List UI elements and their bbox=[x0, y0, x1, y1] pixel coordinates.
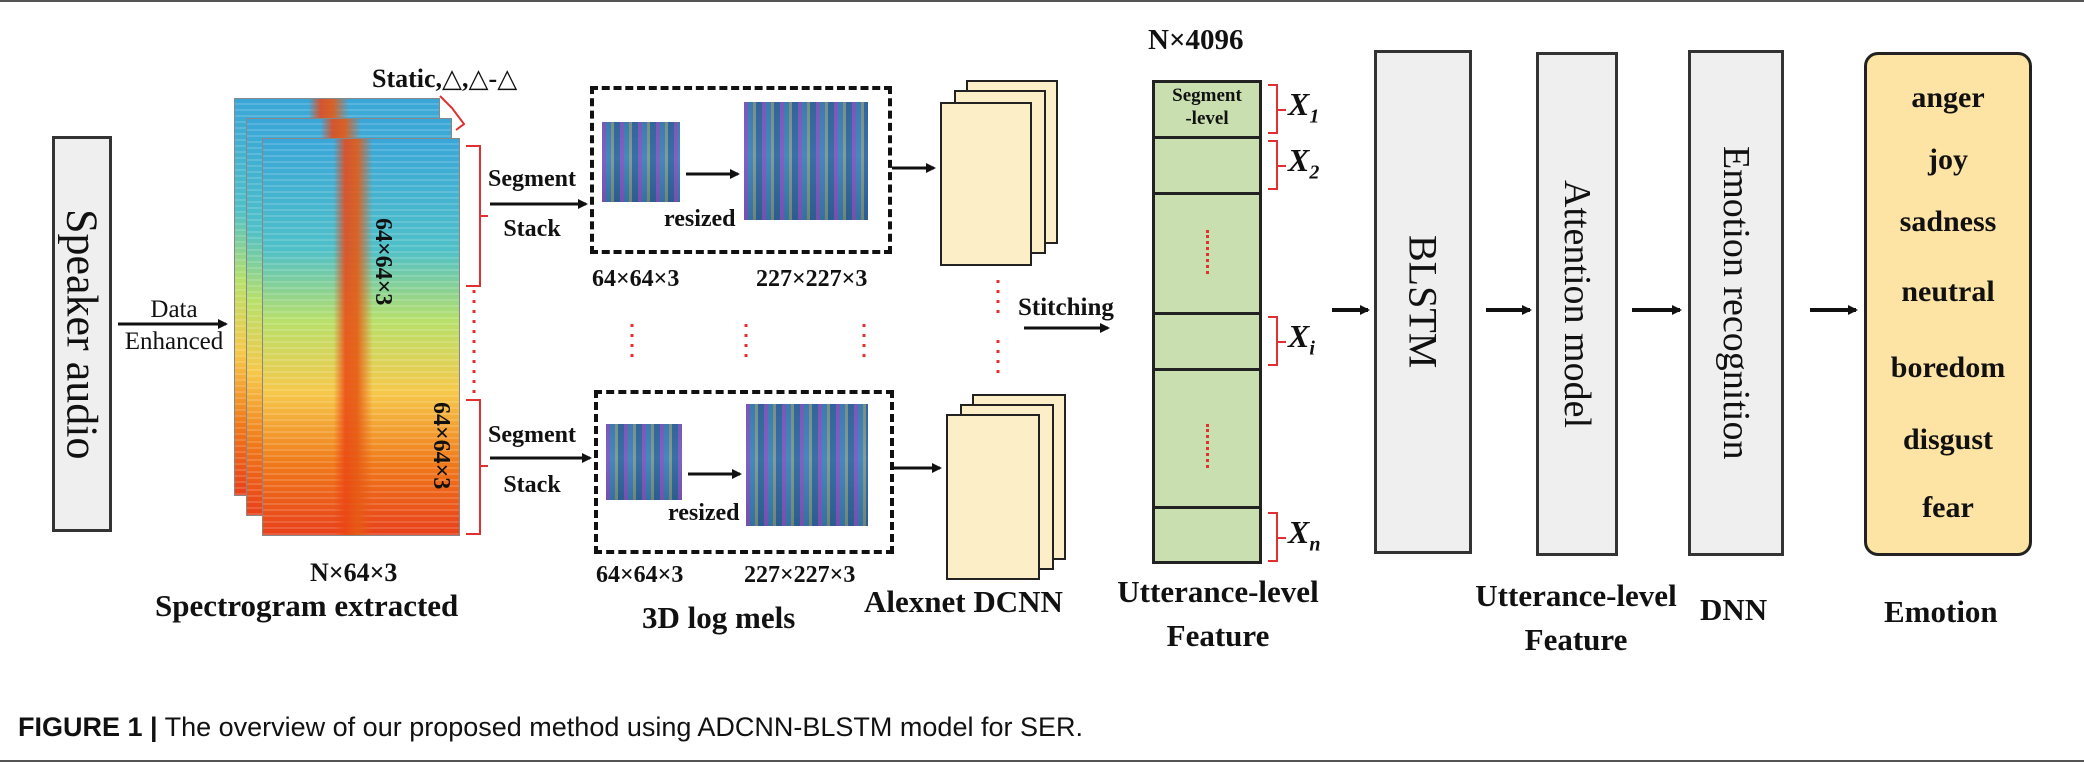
attention-title-line1: Utterance-level bbox=[1475, 578, 1677, 613]
utterance-title-line1: Utterance-level bbox=[1117, 574, 1319, 609]
static-delta-label: Static,△,△-△ bbox=[372, 64, 518, 93]
logmel-small-top bbox=[602, 122, 680, 202]
speaker-audio-label: Speaker audio bbox=[57, 208, 107, 460]
utterance-feature-title: Utterance-level Feature bbox=[1100, 570, 1336, 658]
label-xn-sub: n bbox=[1309, 533, 1321, 556]
emotion-anger: anger bbox=[1911, 81, 1985, 114]
utterance-feature-column bbox=[1152, 80, 1262, 564]
segment-level-line1: Segment bbox=[1172, 85, 1242, 106]
emotion-neutral: neutral bbox=[1901, 275, 1995, 308]
logmel-small-size-top: 64×64×3 bbox=[592, 266, 680, 292]
feature-separator-5 bbox=[1152, 506, 1262, 509]
feature-size-label: N×4096 bbox=[1148, 24, 1244, 56]
recognition-label: Emotion recognition bbox=[1715, 146, 1757, 460]
label-xn: Xn bbox=[1288, 514, 1320, 556]
label-x1: X1 bbox=[1288, 86, 1319, 128]
data-enhanced-label: Data Enhanced bbox=[116, 294, 232, 358]
attention-box: Attention model bbox=[1536, 52, 1618, 556]
label-x1-sub: 1 bbox=[1309, 105, 1320, 128]
segment-top-line1: Segment bbox=[488, 166, 576, 192]
segment-level-cell-label: Segment -level bbox=[1152, 84, 1262, 130]
logmels-box-top bbox=[590, 86, 892, 254]
alexnet-card-top-1 bbox=[940, 102, 1032, 266]
spectrogram-title: Spectrogram extracted bbox=[155, 588, 459, 623]
static-bracket bbox=[439, 95, 466, 131]
label-x2: X2 bbox=[1288, 142, 1319, 184]
emotion-sadness: sadness bbox=[1899, 205, 1997, 238]
alexnet-title: Alexnet DCNN bbox=[864, 584, 1063, 619]
label-x2-base: X bbox=[1288, 142, 1310, 178]
dnn-title: DNN bbox=[1700, 592, 1768, 627]
spectrogram-size-label: N×64×3 bbox=[310, 558, 398, 587]
label-xi-base: X bbox=[1288, 318, 1310, 354]
segment-brace-top bbox=[466, 145, 488, 287]
logmel-small-size-bottom: 64×64×3 bbox=[596, 562, 684, 588]
emotion-disgust: disgust bbox=[1902, 423, 1994, 456]
logmel-large-top bbox=[744, 102, 868, 220]
utterance-title-line2: Feature bbox=[1166, 618, 1270, 653]
segment-bottom-line1: Segment bbox=[488, 422, 576, 448]
resized-label-bottom: resized bbox=[668, 500, 740, 526]
data-enhanced-line2: Enhanced bbox=[124, 328, 224, 355]
blstm-label: BLSTM bbox=[1400, 235, 1446, 369]
logmel-large-size-bottom: 227×227×3 bbox=[744, 562, 856, 588]
figure-bottom-border bbox=[0, 760, 2084, 762]
brace-xi bbox=[1268, 316, 1286, 366]
segment-stack-top-label: Segment Stack bbox=[486, 154, 578, 254]
label-xi: Xi bbox=[1288, 318, 1315, 360]
caption-label: FIGURE 1 | bbox=[18, 712, 158, 742]
logmel-small-bottom bbox=[606, 424, 682, 500]
emotion-joy: joy bbox=[1928, 143, 1968, 176]
label-xi-sub: i bbox=[1309, 337, 1315, 360]
segment-bottom-line2: Stack bbox=[503, 472, 561, 498]
resized-label-top: resized bbox=[664, 206, 736, 232]
feature-separator-2 bbox=[1152, 192, 1262, 195]
attention-title-line2: Feature bbox=[1524, 622, 1628, 657]
logmels-title: 3D log mels bbox=[642, 600, 796, 635]
emotion-boredom: boredom bbox=[1890, 351, 2006, 384]
stitching-label: Stitching bbox=[1018, 294, 1114, 321]
logmel-large-bottom bbox=[746, 404, 868, 526]
logmels-box-bottom bbox=[594, 390, 894, 554]
feature-dots-upper bbox=[1206, 230, 1209, 274]
segment-stack-bottom-label: Segment Stack bbox=[486, 410, 578, 510]
alexnet-card-bottom-1 bbox=[946, 414, 1040, 580]
emotion-box: anger joy sadness neutral boredom disgus… bbox=[1864, 52, 2032, 556]
speaker-audio-box: Speaker audio bbox=[52, 136, 112, 532]
attention-feature-title: Utterance-level Feature bbox=[1456, 574, 1696, 662]
feature-separator-1 bbox=[1152, 136, 1262, 139]
label-x1-base: X bbox=[1288, 86, 1310, 122]
brace-xn bbox=[1268, 512, 1286, 562]
data-enhanced-line1: Data bbox=[150, 296, 198, 323]
segment-level-line2: -level bbox=[1185, 108, 1229, 129]
caption-text: The overview of our proposed method usin… bbox=[157, 712, 1083, 742]
blstm-box: BLSTM bbox=[1374, 50, 1472, 554]
feature-separator-4 bbox=[1152, 368, 1262, 371]
segment-top-line2: Stack bbox=[503, 216, 561, 242]
figure-top-border bbox=[0, 0, 2084, 2]
feature-dots-lower bbox=[1206, 424, 1209, 468]
feature-separator-3 bbox=[1152, 312, 1262, 315]
recognition-box: Emotion recognition bbox=[1688, 50, 1784, 556]
logmel-large-size-top: 227×227×3 bbox=[756, 266, 868, 292]
emotion-fear: fear bbox=[1922, 491, 1974, 524]
label-xn-base: X bbox=[1288, 514, 1310, 550]
brace-x1 bbox=[1268, 84, 1286, 134]
label-x2-sub: 2 bbox=[1309, 161, 1320, 184]
figure-caption: FIGURE 1 | The overview of our proposed … bbox=[18, 712, 1083, 743]
segment-brace-bottom bbox=[466, 399, 488, 535]
emotion-title: Emotion bbox=[1884, 594, 1998, 629]
attention-label: Attention model bbox=[1556, 179, 1598, 429]
brace-x2 bbox=[1268, 140, 1286, 190]
spectrogram-layer-front bbox=[262, 138, 460, 536]
